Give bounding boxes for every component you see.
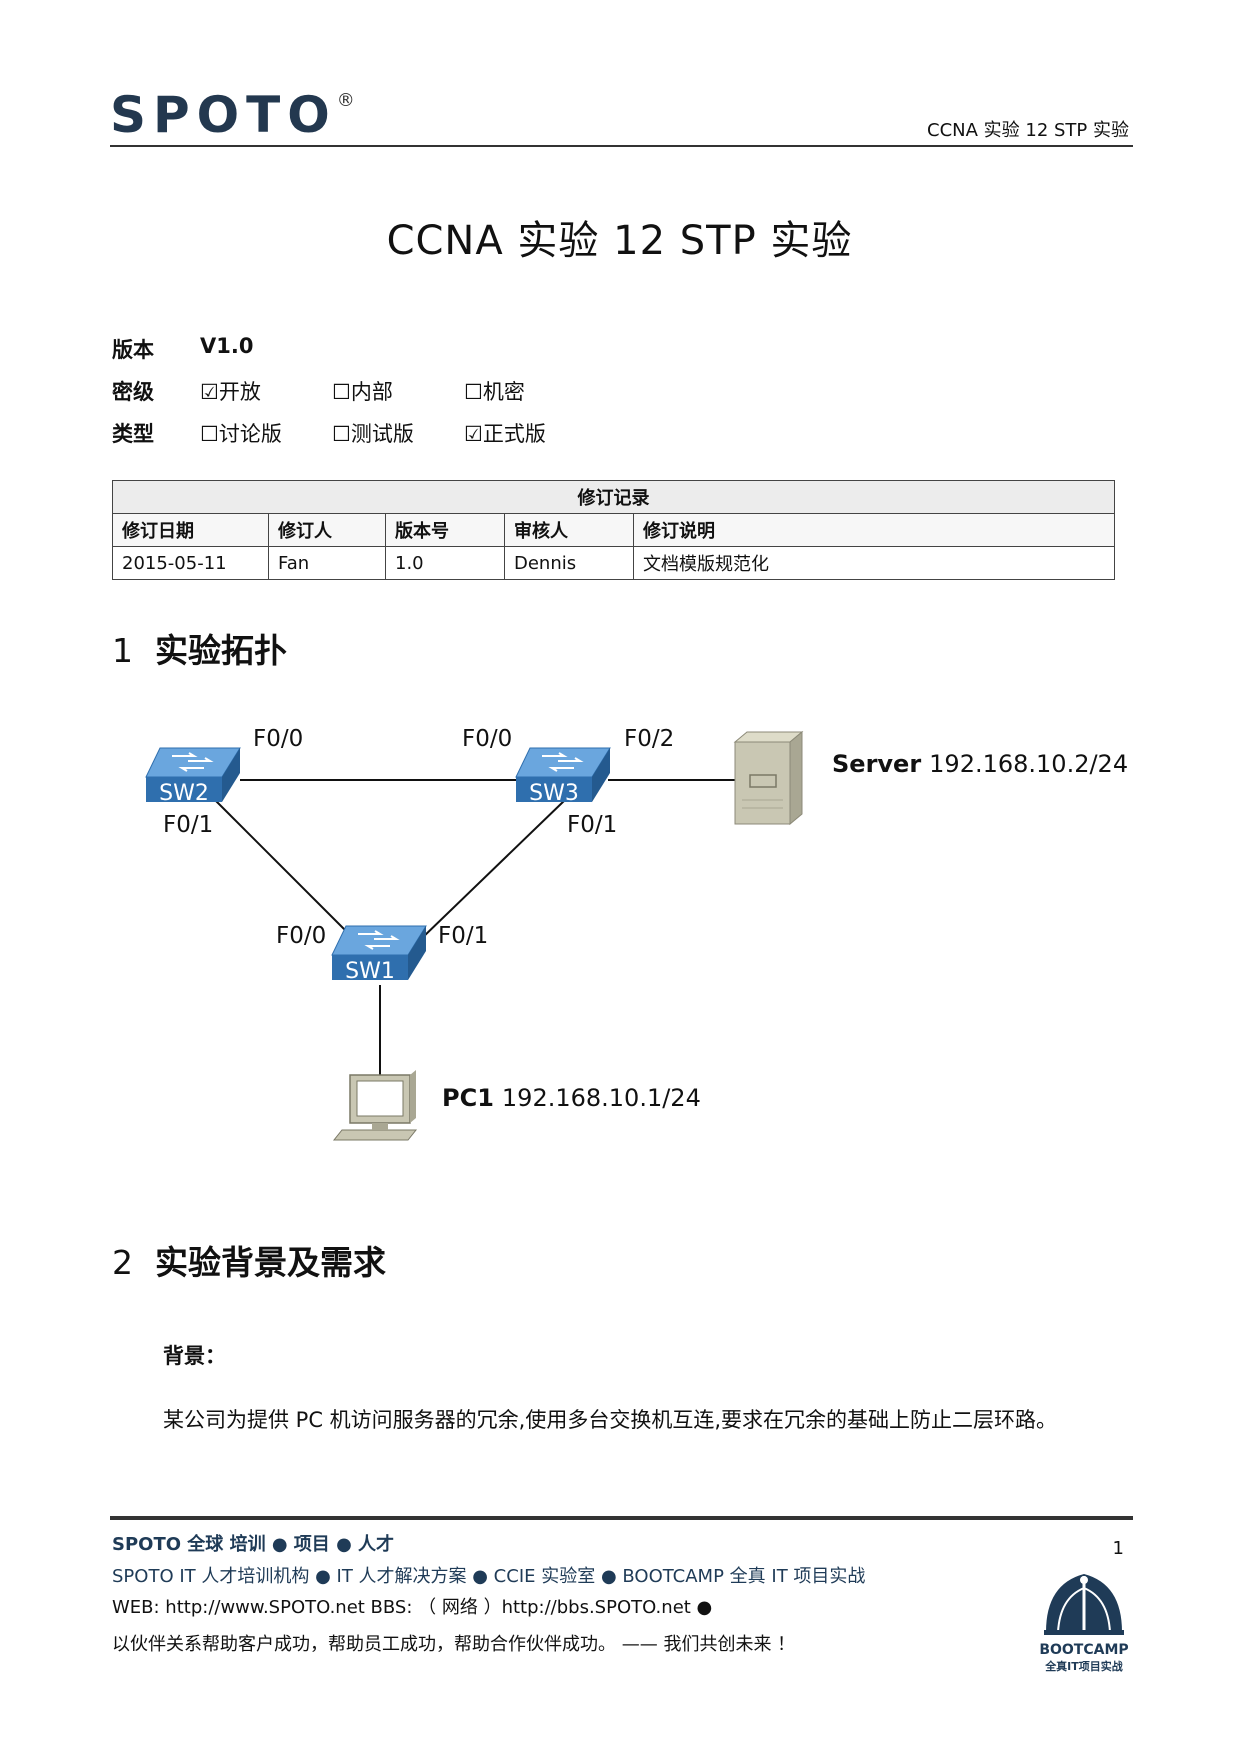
background-label: 背景： bbox=[163, 1344, 226, 1368]
type-label: 类型 bbox=[112, 422, 154, 446]
port-sw1-f01: F0/1 bbox=[438, 923, 488, 949]
header-revision-note: 修订说明 bbox=[633, 513, 1115, 547]
cell-reviser: Fan bbox=[268, 546, 386, 580]
background-text: 某公司为提供 PC 机访问服务器的冗余,使用多台交换机互连,要求在冗余的基础上防… bbox=[163, 1408, 1058, 1432]
header-revision-date: 修订日期 bbox=[112, 513, 269, 547]
port-sw2-f00: F0/0 bbox=[253, 726, 303, 752]
switch-sw1-icon[interactable]: SW1 bbox=[331, 925, 427, 984]
table-row: 2015-05-11 Fan 1.0 Dennis 文档模版规范化 bbox=[112, 546, 1115, 580]
bootcamp-subtext: 全真IT项目实战 bbox=[1044, 1659, 1123, 1673]
header-reviser: 修订人 bbox=[268, 513, 386, 547]
security-label: 密级 bbox=[112, 380, 154, 404]
switch-sw3-icon[interactable]: SW3 bbox=[515, 747, 611, 806]
switch-sw2-icon[interactable]: SW2 bbox=[145, 747, 241, 806]
revision-table-caption: 修订记录 bbox=[112, 480, 1115, 514]
cell-version: 1.0 bbox=[385, 546, 505, 580]
server-icon[interactable] bbox=[733, 730, 804, 826]
type-option-official[interactable]: ☑正式版 bbox=[464, 422, 546, 446]
link-sw3-sw1 bbox=[419, 799, 566, 941]
header-doc-title: CCNA 实验 12 STP 实验 bbox=[927, 120, 1129, 141]
version-label: 版本 bbox=[112, 338, 154, 362]
port-sw3-f01: F0/1 bbox=[567, 812, 617, 838]
cell-date: 2015-05-11 bbox=[112, 546, 269, 580]
sw1-label: SW1 bbox=[345, 959, 395, 984]
spoto-logo: SPOTO® bbox=[110, 86, 355, 144]
sw3-label: SW3 bbox=[529, 781, 579, 806]
footer-services: SPOTO IT 人才培训机构 ● IT 人才解决方案 ● CCIE 实验室 ●… bbox=[112, 1566, 866, 1587]
header-version-number: 版本号 bbox=[385, 513, 505, 547]
footer-divider bbox=[110, 1516, 1133, 1520]
security-option-open[interactable]: ☑开放 bbox=[200, 380, 261, 404]
security-option-confidential[interactable]: ☐机密 bbox=[464, 380, 525, 404]
header-divider bbox=[110, 145, 1133, 147]
page-number: 1 bbox=[1112, 1538, 1124, 1559]
revision-table: 修订记录 修订日期 修订人 版本号 审核人 修订说明 2015-05-11 Fa… bbox=[112, 480, 1115, 580]
port-sw3-f00: F0/0 bbox=[462, 726, 512, 752]
bootcamp-text: BOOTCAMP bbox=[1039, 1642, 1128, 1658]
footer-links[interactable]: WEB: http://www.SPOTO.net BBS: （ 网络 ）htt… bbox=[112, 1597, 713, 1618]
port-sw2-f01: F0/1 bbox=[163, 812, 213, 838]
footer-slogan: SPOTO 全球 培训 ● 项目 ● 人才 bbox=[112, 1534, 395, 1555]
document-title: CCNA 实验 12 STP 实验 bbox=[386, 218, 853, 264]
sw2-label: SW2 bbox=[159, 781, 209, 806]
header-reviewer: 审核人 bbox=[504, 513, 634, 547]
type-option-test[interactable]: ☐测试版 bbox=[332, 422, 414, 446]
pc-icon[interactable] bbox=[332, 1070, 418, 1141]
footer-motto: 以伙伴关系帮助客户成功，帮助员工成功，帮助合作伙伴成功。 —— 我们共创未来 ！ bbox=[112, 1634, 796, 1655]
revision-table-header-row: 修订日期 修订人 版本号 审核人 修订说明 bbox=[112, 513, 1115, 547]
bootcamp-logo-icon: BOOTCAMP 全真IT项目实战 bbox=[1039, 1574, 1129, 1673]
security-option-internal[interactable]: ☐内部 bbox=[332, 380, 393, 404]
cell-reviewer: Dennis bbox=[504, 546, 634, 580]
link-sw2-sw1 bbox=[214, 799, 356, 941]
cell-note: 文档模版规范化 bbox=[633, 546, 1115, 580]
port-sw1-f00: F0/0 bbox=[276, 923, 326, 949]
version-value: V1.0 bbox=[200, 334, 254, 358]
port-sw3-f02: F0/2 bbox=[624, 726, 674, 752]
type-option-discussion[interactable]: ☐讨论版 bbox=[200, 422, 282, 446]
